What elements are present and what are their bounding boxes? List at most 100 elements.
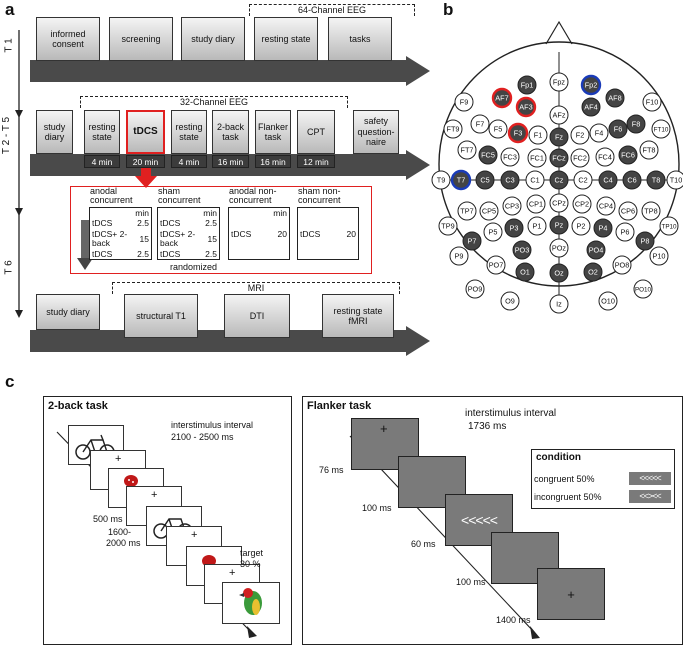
box-structural-t1: structural T1 [124,294,198,338]
electrode-p1 [527,216,547,236]
electrode-label: AF7 [495,94,508,103]
electrode-label: T7 [457,176,466,185]
electrode-cpz [549,193,569,213]
electrode-fc3 [500,147,520,167]
panel-label-b: b [443,0,454,19]
electrode-label: O1 [520,268,530,277]
box-resting-state-pre: resting state [84,110,120,154]
electrode-ft10 [651,119,671,139]
min-label: min [135,208,149,218]
electrode-label: T8 [652,176,661,185]
legend-congruent-swatch: <<<<< [629,472,671,485]
electrode-label: PO3 [515,246,530,255]
nback-time-2000: 2000 ms [106,538,141,548]
electrode-label: F7 [476,120,485,129]
electrode-label: Fp2 [585,81,598,90]
electrode-label: FC2 [573,154,587,163]
electrode-label: FT10 [654,127,669,134]
electrode-label: CP5 [482,207,496,216]
electrode-cp3 [502,196,522,216]
electrode-c4 [598,170,618,190]
electrode-label: FT9 [447,125,460,134]
electrode-p4 [593,218,613,238]
electrode-label: F6 [614,125,623,134]
conditions-box [70,186,372,274]
flanker-panel [302,396,683,645]
electrode-label: O9 [505,297,515,306]
electrode-label: F10 [646,98,659,107]
electrode-label: TP10 [661,224,677,231]
electrode-fpz [549,72,569,92]
flanker-isi-label: interstimulus interval [465,408,557,419]
electrode-label: AF4 [584,103,597,112]
group-sham-nonconcurrent-box: tDCS 20 [297,207,359,260]
legend-incongruent: incongruent 50% [534,492,602,502]
electrode-f2 [570,125,590,145]
group-anodal-concurrent-box: min tDCS 2.5 tDCS+ 2-back 15 tDCS 2.5 [89,207,152,260]
electrode-fc5 [478,145,498,165]
electrode-label: FC4 [598,153,612,162]
electrode-f10 [642,92,662,112]
electrode-label: P3 [510,224,519,233]
electrode-label: F8 [632,120,641,129]
row-value: 2.5 [205,218,217,228]
electrode-label: P1 [533,222,542,231]
electrode-fc1 [527,148,547,168]
electrode-label: P8 [641,237,650,246]
fixation-cross: + [229,567,236,579]
eeg64-bracket [249,4,415,16]
electrode-p7 [462,231,482,251]
electrode-p10 [649,246,669,266]
row-label: tDCS [160,249,181,259]
row-value: 20 [346,229,356,239]
box-dti: DTI [224,294,290,338]
electrode-fp2 [580,74,602,96]
electrode-label: Fz [555,133,563,142]
mri-title: MRI [247,283,265,293]
randomized-label: randomized [170,262,218,272]
electrode-afz [549,105,569,125]
electrode-label: C3 [505,176,514,185]
electrode-label: PO7 [489,261,504,270]
row-label: tDCS [92,218,113,228]
electrode-t10 [666,170,683,190]
electrode-label: C4 [603,176,612,185]
electrode-label: FT8 [643,146,656,155]
electrode-label: CP1 [529,200,543,209]
electrode-label: P4 [599,224,608,233]
electrode-label: F1 [534,131,543,140]
electrode-fz [549,127,569,147]
box-safety-questionnaire: safety question-naire [353,110,399,154]
electrode-label: PO8 [615,261,630,270]
nback-isi-value: 2100 - 2500 ms [171,432,234,442]
electrode-tp8 [641,201,661,221]
min-label: min [203,208,217,218]
electrode-o10 [598,291,618,311]
box-tasks: tasks [328,17,392,61]
electrode-p8 [635,231,655,251]
electrode-label: F5 [494,125,503,134]
flanker-time-100b: 100 ms [456,577,486,587]
nback-time-500: 500 ms [93,514,123,524]
electrode-po3 [512,240,532,260]
electrode-fc4 [595,147,615,167]
electrode-c6 [622,170,642,190]
timepoint-t2-t5: T 2 - T 5 [1,116,13,155]
electrode-label: AF8 [608,94,621,103]
electrode-p6 [615,222,635,242]
flanker-time-76: 76 ms [319,465,344,475]
flanker-title: Flanker task [307,400,372,412]
fixation-cross: + [380,421,388,436]
electrode-label: TP8 [644,207,657,216]
box-study-diary-t1: study diary [181,17,245,61]
electrode-c1 [525,170,545,190]
electrode-label: PO4 [589,246,604,255]
row-label: tDCS+ 2-back [92,229,128,248]
electrode-label: P9 [455,252,464,261]
flanker-time-1400: 1400 ms [496,615,531,625]
box-cpt: CPT [297,110,335,154]
electrode-label: O2 [588,268,598,277]
electrode-label: POz [552,244,567,253]
electrode-po10 [633,279,653,299]
electrode-f1 [528,125,548,145]
